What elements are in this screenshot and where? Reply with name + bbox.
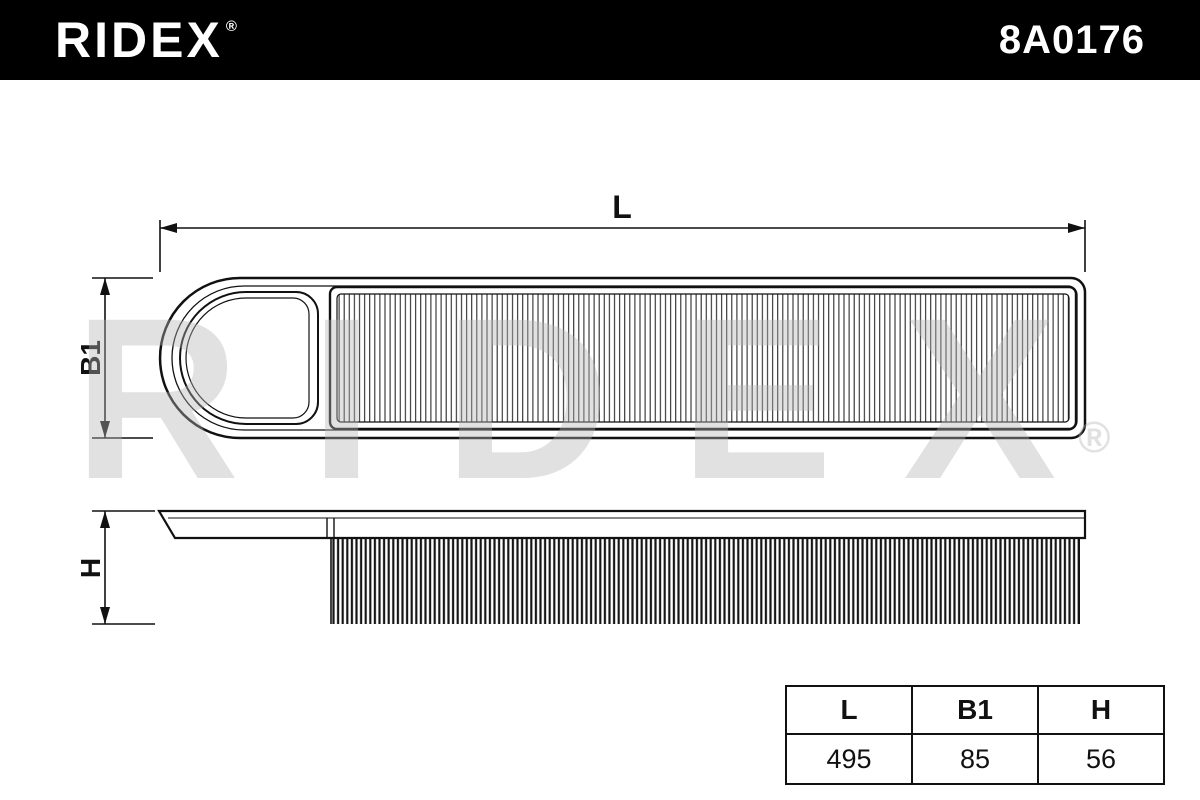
watermark-registered-icon: ® <box>1078 413 1110 462</box>
spec-col-length: L <box>785 685 913 735</box>
arrow-up-icon <box>100 511 110 528</box>
technical-drawing: L B1 H RIDEX ® <box>74 189 1127 625</box>
height-label: H <box>75 558 106 578</box>
part-number: 8A0176 <box>998 17 1145 62</box>
arrow-down-icon <box>100 607 110 624</box>
spec-col-height: H <box>1037 685 1165 735</box>
spec-table: L B1 H 495 85 56 <box>785 685 1165 785</box>
spec-value-height: 56 <box>1037 733 1165 785</box>
watermark: RIDEX ® <box>74 270 1127 527</box>
arrow-left-icon <box>160 223 177 233</box>
filter-top-view <box>158 276 1087 440</box>
dimension-length <box>159 220 1086 272</box>
header-bar: RIDEX ® 8A0176 <box>0 0 1200 80</box>
spec-value-width: 85 <box>911 733 1039 785</box>
dimension-height <box>92 510 155 625</box>
pleat-comb <box>331 538 1079 624</box>
brand-text: RIDEX <box>55 12 223 68</box>
spec-col-width: B1 <box>911 685 1039 735</box>
filter-side-view <box>157 509 1087 624</box>
arrow-up-icon <box>100 278 110 295</box>
arrow-right-icon <box>1068 223 1085 233</box>
pleated-media <box>336 293 1070 423</box>
spec-value-length: 495 <box>785 733 913 785</box>
watermark-text: RIDEX <box>74 270 1127 527</box>
dimension-width <box>92 277 153 439</box>
width-label: B1 <box>75 340 106 376</box>
spec-table-header-row: L B1 H <box>785 685 1165 735</box>
arrow-down-icon <box>100 421 110 438</box>
brand-logo: RIDEX ® <box>55 15 237 65</box>
length-label: L <box>612 189 632 225</box>
registered-trademark-icon: ® <box>225 18 237 35</box>
spec-table-value-row: 495 85 56 <box>785 733 1165 785</box>
